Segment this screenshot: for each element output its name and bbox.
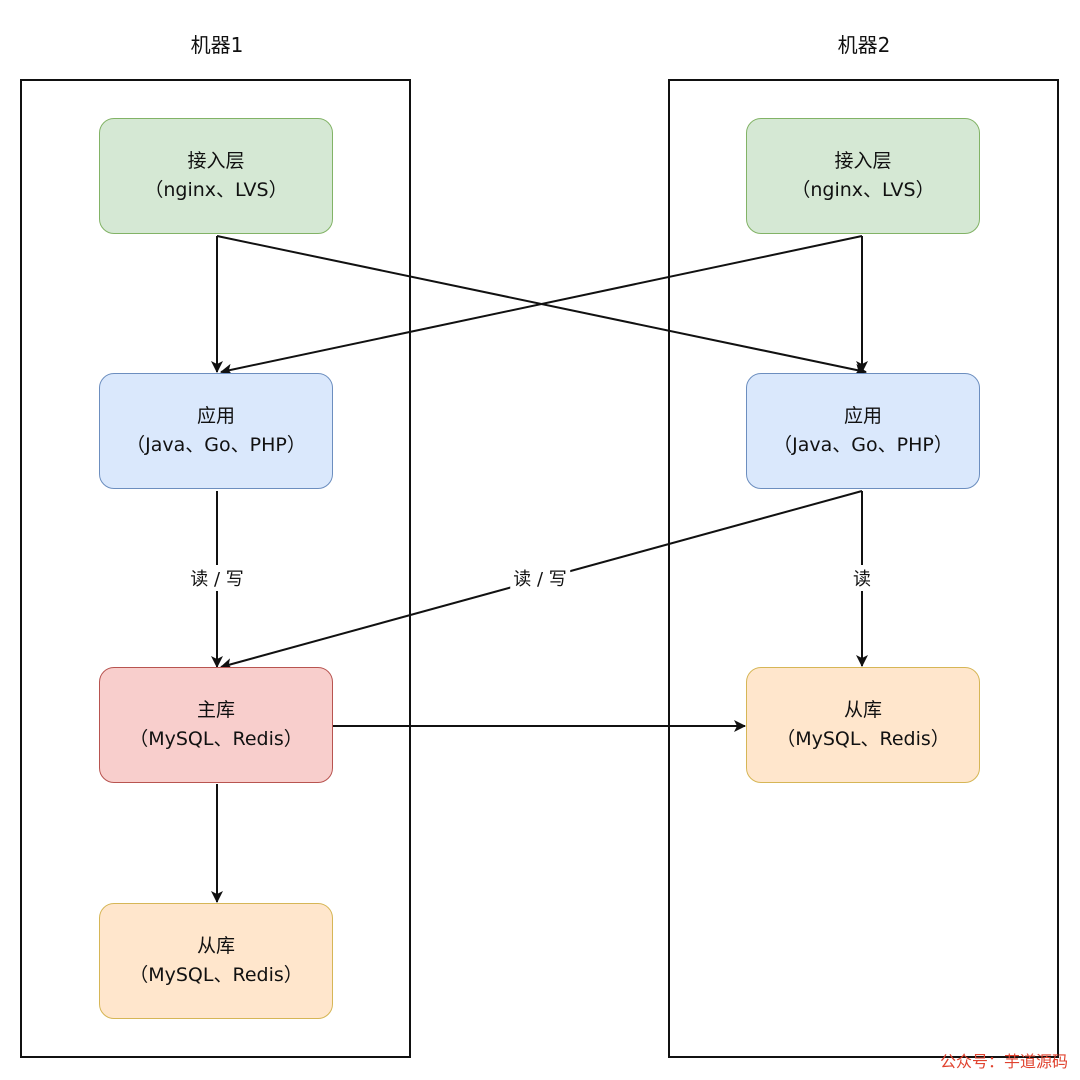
edge-label-m2-read: 读: [850, 565, 874, 591]
node-subtitle: （MySQL、Redis）: [129, 728, 303, 750]
node-title: 接入层: [834, 150, 892, 172]
machine-1-title: 机器1: [190, 33, 244, 57]
machine-2-title: 机器2: [837, 33, 891, 57]
m1-app-node: 应用 （Java、Go、PHP）: [99, 373, 333, 489]
node-title: 从库: [843, 699, 882, 721]
m2-slave-db-node: 从库 （MySQL、Redis）: [746, 667, 980, 783]
node-subtitle: （Java、Go、PHP）: [773, 434, 953, 456]
node-subtitle: （MySQL、Redis）: [776, 728, 950, 750]
machine-1-container: [20, 79, 411, 1058]
node-subtitle: （Java、Go、PHP）: [126, 434, 306, 456]
node-title: 主库: [196, 699, 235, 721]
node-title: 接入层: [187, 150, 245, 172]
m2-app-node: 应用 （Java、Go、PHP）: [746, 373, 980, 489]
m2-access-layer-node: 接入层 （nginx、LVS）: [746, 118, 980, 234]
node-subtitle: （nginx、LVS）: [791, 179, 935, 201]
machine-2-container: [668, 79, 1059, 1058]
node-title: 应用: [843, 405, 882, 427]
edge-label-m2-read-write: 读 / 写: [510, 565, 570, 591]
node-subtitle: （MySQL、Redis）: [129, 964, 303, 986]
edge-label-m1-read-write: 读 / 写: [187, 565, 247, 591]
m1-slave-db-node: 从库 （MySQL、Redis）: [99, 903, 333, 1019]
m1-master-db-node: 主库 （MySQL、Redis）: [99, 667, 333, 783]
m1-access-layer-node: 接入层 （nginx、LVS）: [99, 118, 333, 234]
watermark: 公众号：芋道源码: [939, 1052, 1068, 1071]
edge-m2-access-to-m1-app: [220, 235, 863, 376]
node-subtitle: （nginx、LVS）: [144, 179, 288, 201]
node-title: 应用: [196, 405, 235, 427]
node-title: 从库: [196, 935, 235, 957]
